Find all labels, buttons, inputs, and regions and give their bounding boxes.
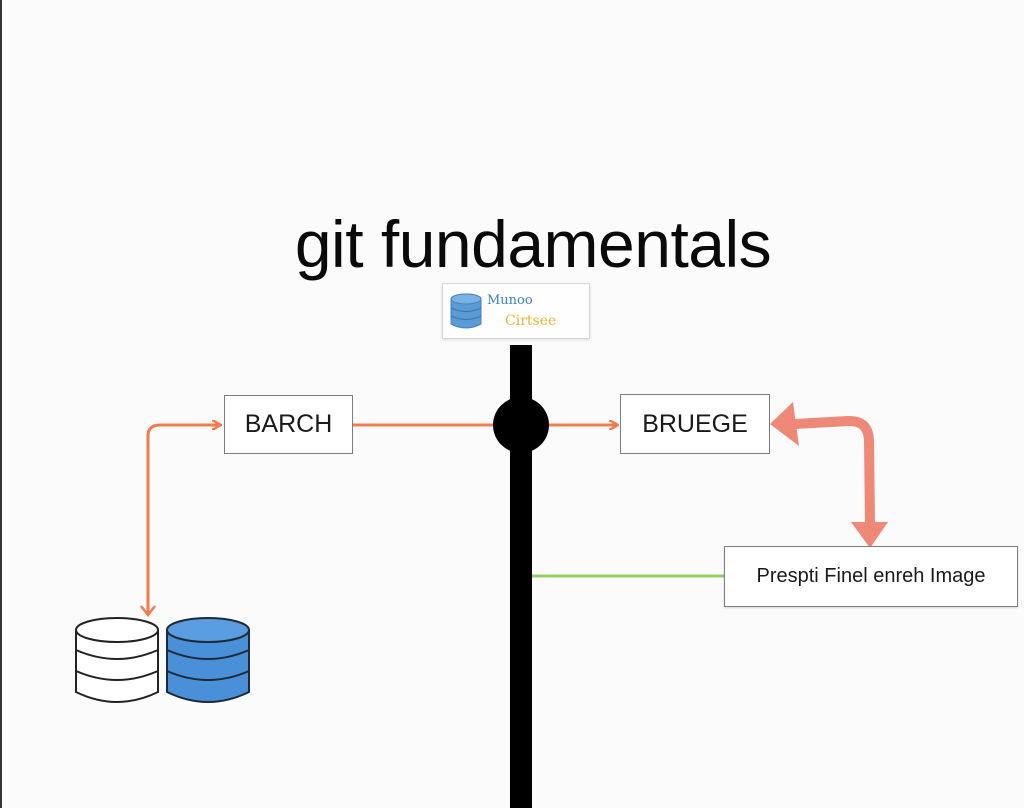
- database-outline-icon: [75, 617, 159, 703]
- merge-arrowhead: [770, 402, 799, 446]
- logo-name-line2: Cirtsee: [505, 313, 557, 329]
- main-branch-line: [510, 345, 532, 808]
- merge-image-double-arrow: [790, 415, 875, 530]
- commit-junction-node: [493, 397, 549, 453]
- image-node-label: Prespti Finel enreh Image: [756, 565, 986, 587]
- merge-node-label: BRUEGE: [642, 409, 748, 438]
- database-filled-icon: [166, 617, 250, 703]
- image-arrowhead: [851, 522, 888, 548]
- tool-logo-badge: Munoo Cirtsee: [442, 283, 590, 339]
- diagram-title: git fundamentals: [294, 207, 772, 281]
- logo-name-line1: Munoo: [487, 293, 533, 308]
- image-node: Prespti Finel enreh Image: [724, 546, 1018, 607]
- merge-node: BRUEGE: [620, 394, 770, 454]
- left-edge-border: [0, 0, 2, 808]
- database-icon: [450, 293, 482, 329]
- repo-arrowhead: [140, 605, 156, 618]
- branch-node: BARCH: [224, 395, 353, 454]
- branch-node-label: BARCH: [244, 410, 333, 438]
- repo-to-branch-connector: [146, 425, 220, 614]
